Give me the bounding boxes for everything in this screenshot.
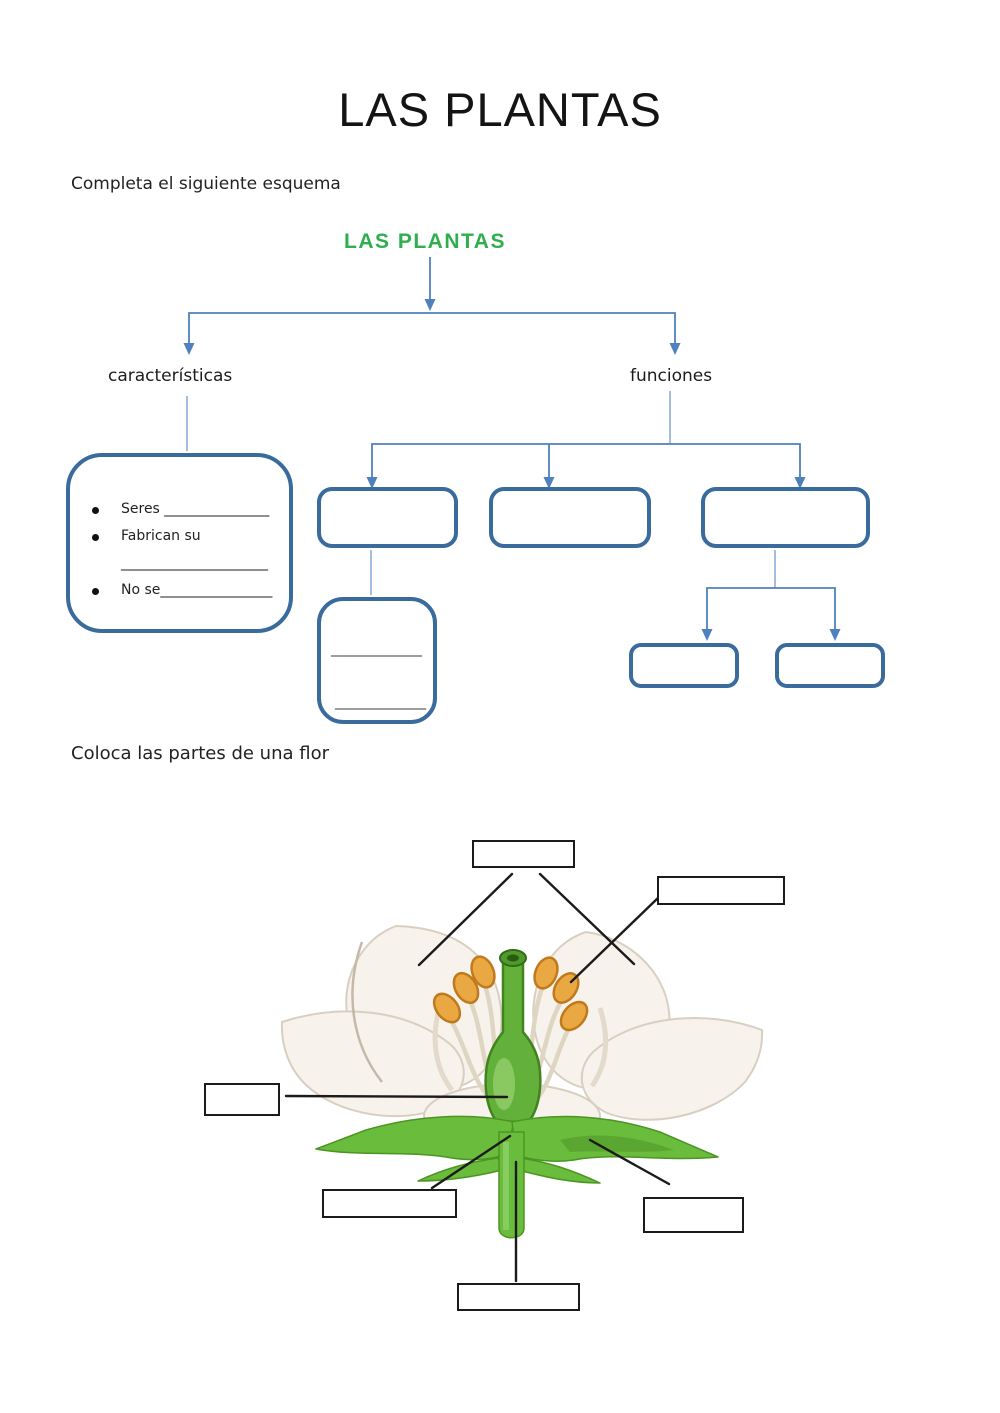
pistil-stigma-center (507, 954, 519, 962)
branch-label-caracteristicas: características (108, 366, 233, 386)
sub-answer-box[interactable]: _____________ _____________ (317, 597, 437, 724)
leaf-arrowhead-2 (829, 629, 841, 641)
right-branch-arrowhead (669, 343, 681, 355)
flower-label-box-top[interactable] (472, 840, 575, 868)
left-branch-arrowhead (183, 343, 195, 355)
write-line[interactable]: _____________ (331, 641, 422, 657)
pointer-top-to-right-petal (538, 872, 636, 966)
schema-root-label: LAS PLANTAS (344, 230, 506, 253)
leaf-answer-box-1[interactable] (629, 643, 739, 688)
bullet-text[interactable]: Seres _______________ (121, 501, 270, 517)
petal-right (580, 1017, 764, 1121)
funciones-arrowhead-3 (794, 477, 806, 489)
funciones-arrowhead-2 (543, 477, 555, 489)
instruction-flor: Coloca las partes de una flor (71, 743, 330, 764)
leaf-arrowhead-1 (701, 629, 713, 641)
pistil-ovary-highlight (493, 1058, 515, 1110)
pointer-bl-to-sepal (430, 1134, 512, 1190)
leaf-answer-box-2[interactable] (775, 643, 885, 688)
stem-highlight (503, 1142, 509, 1230)
funciones-arrowhead-1 (366, 477, 378, 489)
schema-connectors (183, 257, 841, 641)
pointer-right-to-anthers (569, 895, 661, 984)
flower-illustration (280, 872, 764, 1283)
caracteristicas-box[interactable]: Seres _______________ Fabrican su ______… (66, 453, 293, 633)
page-title: LAS PLANTAS (338, 83, 662, 136)
write-line[interactable]: _____________ (335, 694, 426, 710)
flower-label-box-left[interactable] (204, 1083, 280, 1116)
instruction-esquema: Completa el siguiente esquema (71, 174, 341, 194)
flower-stem (498, 1131, 525, 1239)
pointer-lines (284, 872, 671, 1283)
funciones-answer-box-2[interactable] (489, 487, 651, 548)
sepal-right-point (517, 1157, 601, 1184)
petal-shading-line3 (589, 1007, 609, 1088)
bullet-text[interactable]: Fabrican su (121, 528, 201, 544)
petal-shading-line2 (432, 1004, 454, 1092)
bullet-item-blank-line: _____________________ (92, 555, 268, 571)
box3-split-connector (706, 587, 836, 632)
flower-sepals (315, 1115, 719, 1239)
funciones-answer-box-1[interactable] (317, 487, 458, 548)
funciones-answer-box-3[interactable] (701, 487, 870, 548)
bullet-dot (92, 588, 99, 595)
branch-label-funciones: funciones (630, 366, 713, 386)
pointer-sepal-to-br (588, 1138, 671, 1186)
split-connector (188, 312, 676, 344)
bullet-text[interactable]: No se________________ (121, 582, 273, 598)
petal-shading-line (351, 941, 383, 1083)
write-line[interactable]: _____________________ (121, 555, 268, 571)
bullet-item-nose: No se________________ (92, 582, 272, 598)
flower-label-box-bottom-center[interactable] (457, 1283, 580, 1311)
flower-label-box-bottom-left[interactable] (322, 1189, 457, 1218)
flower-label-box-bottom-right[interactable] (643, 1197, 744, 1233)
bullet-item-seres: Seres _______________ (92, 501, 269, 517)
funciones-split-connector (371, 443, 801, 480)
bullet-item-fabrican: Fabrican su (92, 528, 201, 544)
bullet-dot (92, 534, 99, 541)
bullet-dot (92, 507, 99, 514)
stamen-anthers (432, 955, 589, 1032)
sepal-right-shading (560, 1135, 674, 1152)
pointer-top-to-left-petal (417, 872, 514, 967)
flower-label-box-right[interactable] (657, 876, 785, 905)
root-arrowhead (424, 299, 436, 311)
pointer-left-to-ovary (284, 1094, 509, 1099)
